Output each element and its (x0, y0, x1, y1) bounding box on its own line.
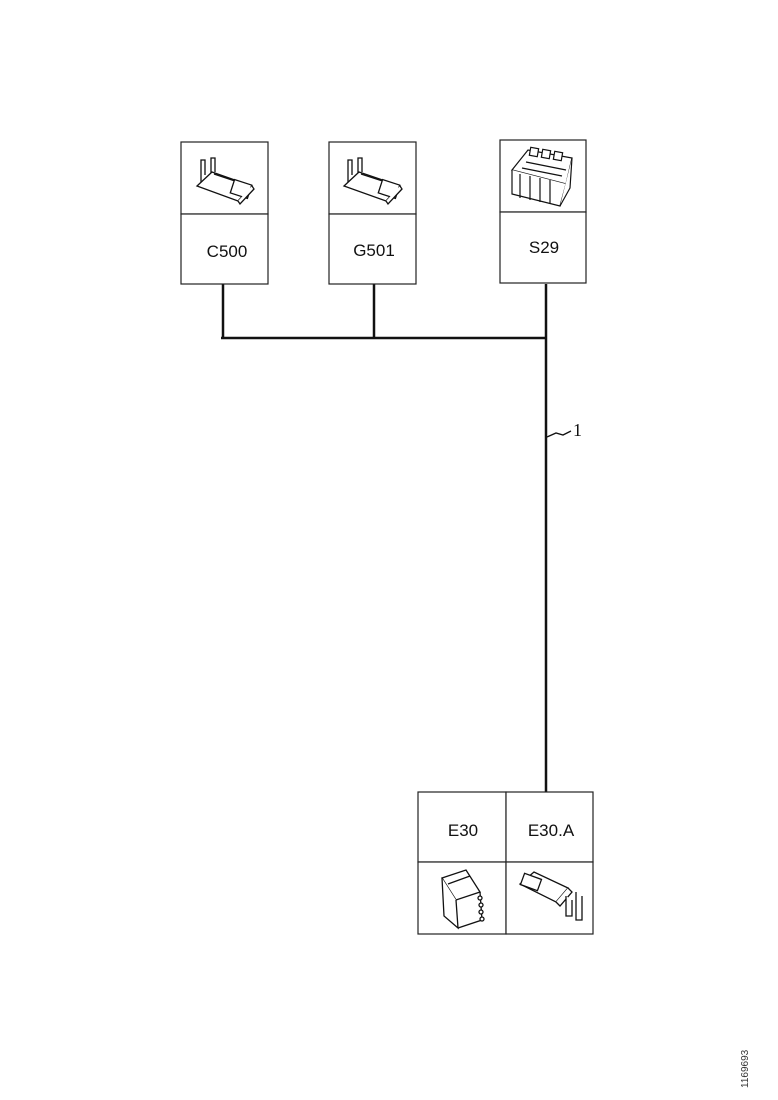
terminal-pin-icon (195, 157, 255, 206)
connector-e30a[interactable]: E30.A (505, 791, 594, 935)
connector-c500[interactable]: C500 (180, 141, 269, 285)
connector-e30a-label: E30.A (528, 821, 575, 840)
multi-pin-connector-icon (510, 146, 573, 207)
connector-e30-label: E30 (448, 821, 478, 840)
connector-e30a-label-cell (505, 791, 594, 863)
connector-g501-label: G501 (353, 241, 395, 260)
connector-s29[interactable]: S29 (499, 139, 587, 284)
terminal-pin-icon (518, 871, 583, 921)
connector-s29-label: S29 (529, 238, 559, 257)
wire-callout-leader (546, 430, 572, 438)
connector-c500-label: C500 (207, 242, 248, 261)
wiring (221, 284, 548, 792)
module-housing-icon (441, 869, 485, 930)
connector-c500-label-cell (180, 213, 269, 285)
document-number: 1169693 (740, 1049, 751, 1088)
connector-g501-label-cell (328, 213, 417, 285)
wire-callout: 1 (546, 420, 582, 440)
connector-s29-label-cell (499, 211, 587, 284)
connector-g501[interactable]: G501 (328, 141, 417, 285)
wire-label: 1 (573, 420, 582, 440)
connector-e30[interactable]: E30 (417, 791, 507, 935)
terminal-pin-icon (342, 157, 403, 206)
